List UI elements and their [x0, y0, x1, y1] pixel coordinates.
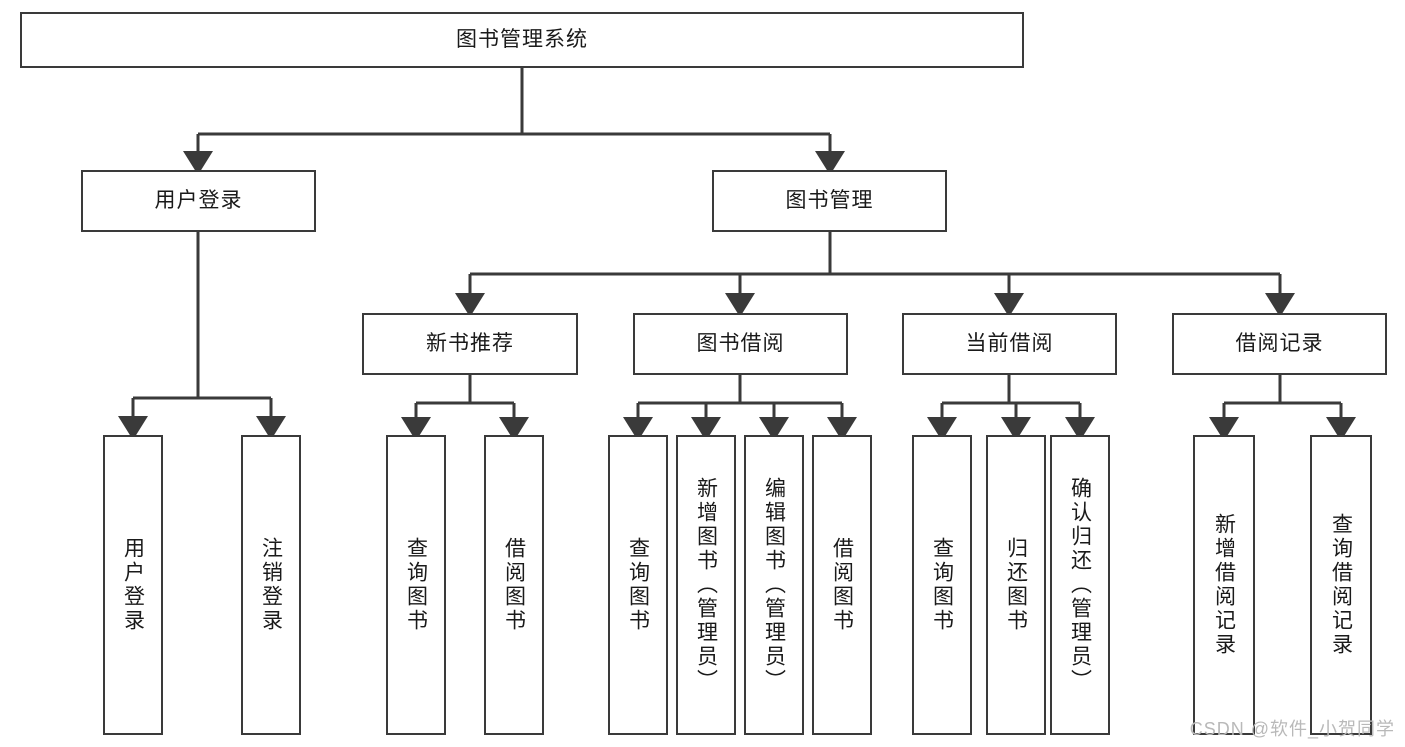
node-leaf-query-book-borrow-label: 查询图书 — [626, 537, 650, 633]
node-leaf-edit-book-admin-label: 编辑图书（管理员） — [762, 477, 786, 693]
node-leaf-borrow-book-label: 借阅图书 — [830, 537, 854, 633]
node-current-borrow-label: 当前借阅 — [965, 332, 1054, 356]
node-leaf-query-book-current-label: 查询图书 — [930, 537, 954, 633]
node-leaf-query-book-borrow[interactable]: 查询图书 — [608, 435, 668, 735]
node-root-label: 图书管理系统 — [456, 28, 588, 52]
node-leaf-user-logout[interactable]: 注销登录 — [241, 435, 301, 735]
node-leaf-add-borrow-record-label: 新增借阅记录 — [1212, 513, 1236, 657]
node-current-borrow[interactable]: 当前借阅 — [902, 313, 1117, 375]
node-leaf-add-borrow-record[interactable]: 新增借阅记录 — [1193, 435, 1255, 735]
node-book-manage[interactable]: 图书管理 — [712, 170, 947, 232]
node-leaf-query-borrow-record-label: 查询借阅记录 — [1329, 513, 1353, 657]
node-root[interactable]: 图书管理系统 — [20, 12, 1024, 68]
node-new-book-recommend[interactable]: 新书推荐 — [362, 313, 578, 375]
node-leaf-borrow-book-rec[interactable]: 借阅图书 — [484, 435, 544, 735]
node-leaf-borrow-book[interactable]: 借阅图书 — [812, 435, 872, 735]
node-user-login-label: 用户登录 — [154, 189, 243, 213]
node-user-login[interactable]: 用户登录 — [81, 170, 316, 232]
node-leaf-user-login[interactable]: 用户登录 — [103, 435, 163, 735]
node-leaf-borrow-book-rec-label: 借阅图书 — [502, 537, 526, 633]
node-leaf-query-borrow-record[interactable]: 查询借阅记录 — [1310, 435, 1372, 735]
node-leaf-add-book-admin-label: 新增图书（管理员） — [694, 477, 718, 693]
node-book-manage-label: 图书管理 — [785, 189, 874, 213]
node-leaf-edit-book-admin[interactable]: 编辑图书（管理员） — [744, 435, 804, 735]
node-leaf-user-login-label: 用户登录 — [121, 537, 145, 633]
node-new-book-recommend-label: 新书推荐 — [426, 332, 514, 356]
node-borrow-record-label: 借阅记录 — [1235, 332, 1324, 356]
csdn-watermark: CSDN @软件_小贺同学 — [1189, 719, 1395, 739]
node-leaf-query-book-current[interactable]: 查询图书 — [912, 435, 972, 735]
node-book-borrow-label: 图书借阅 — [696, 332, 785, 356]
node-leaf-user-logout-label: 注销登录 — [259, 537, 283, 633]
node-leaf-confirm-return-admin[interactable]: 确认归还（管理员） — [1050, 435, 1110, 735]
node-leaf-add-book-admin[interactable]: 新增图书（管理员） — [676, 435, 736, 735]
node-leaf-query-book-rec[interactable]: 查询图书 — [386, 435, 446, 735]
node-leaf-confirm-return-admin-label: 确认归还（管理员） — [1068, 477, 1092, 693]
node-leaf-return-book-label: 归还图书 — [1004, 537, 1028, 633]
node-leaf-query-book-rec-label: 查询图书 — [404, 537, 428, 633]
node-book-borrow[interactable]: 图书借阅 — [633, 313, 848, 375]
node-leaf-return-book[interactable]: 归还图书 — [986, 435, 1046, 735]
node-borrow-record[interactable]: 借阅记录 — [1172, 313, 1387, 375]
